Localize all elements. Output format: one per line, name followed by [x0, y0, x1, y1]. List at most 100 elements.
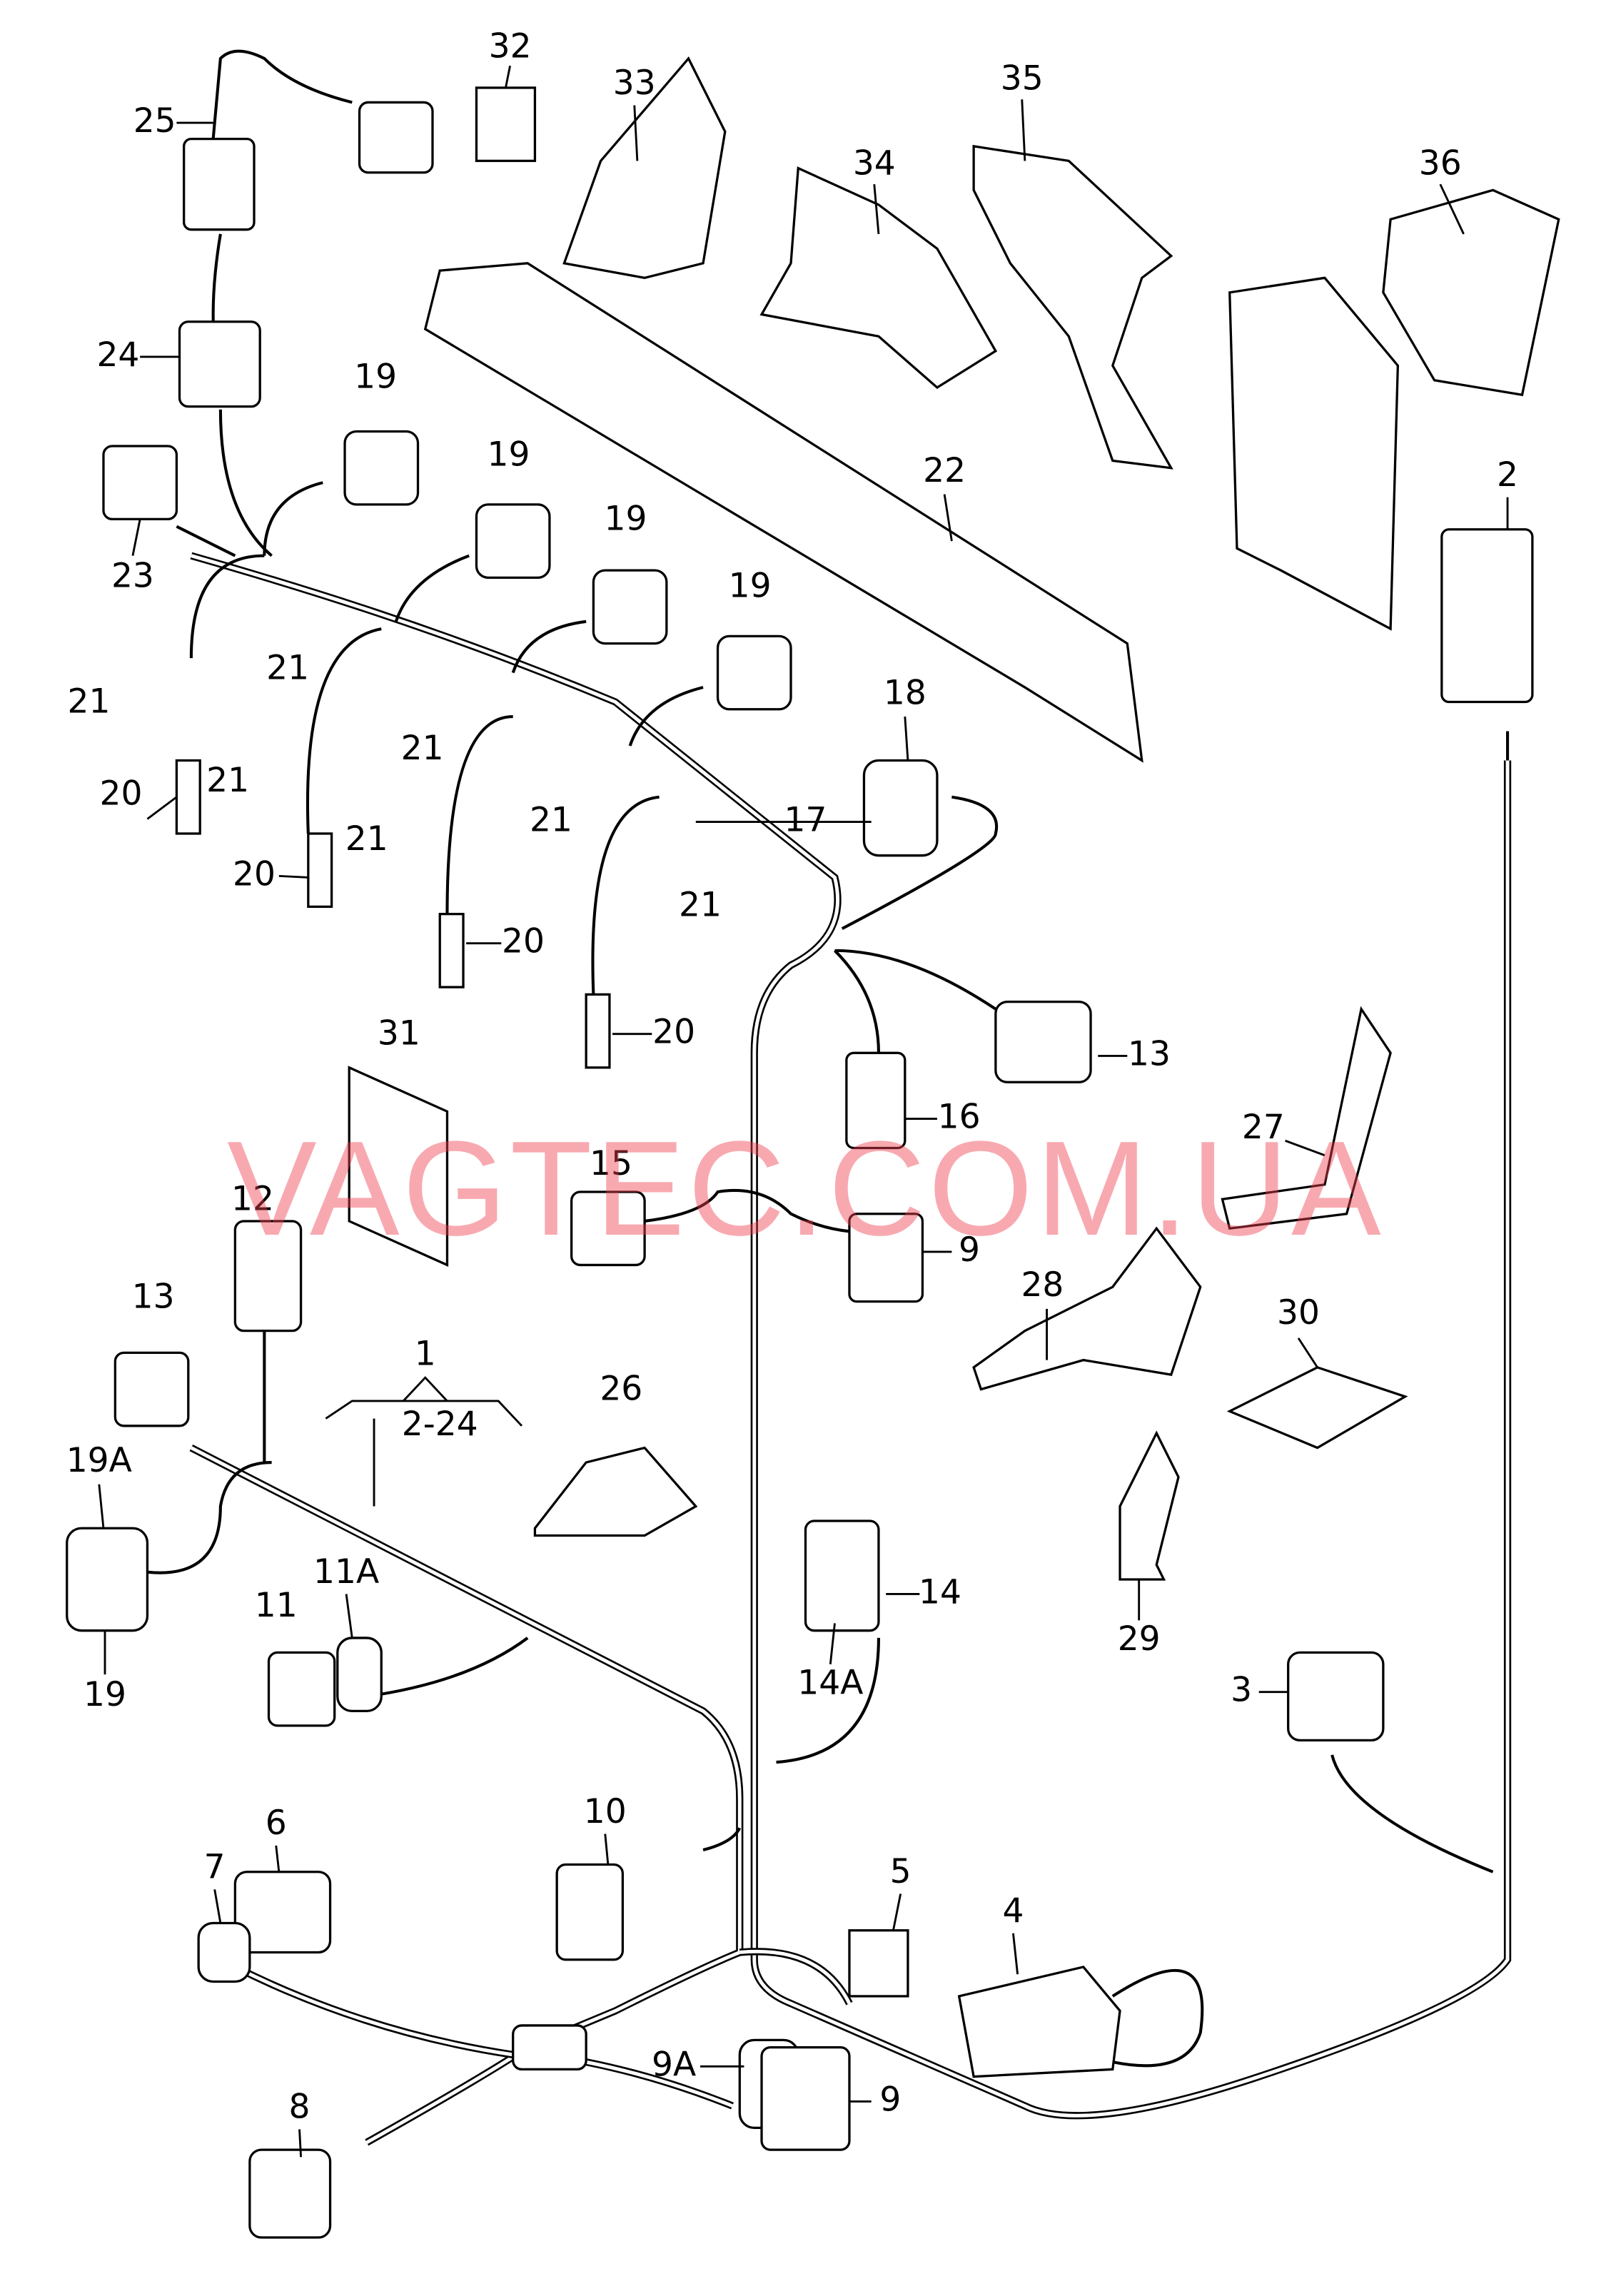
label-6: 6 — [266, 1804, 287, 1843]
sleeve-20b — [307, 832, 333, 909]
bracket-group-1 — [325, 1400, 523, 1427]
sleeve-20d — [585, 993, 611, 1069]
bracket-36 — [1382, 188, 1560, 397]
connector-25 — [358, 101, 434, 174]
label-28: 28 — [1021, 1265, 1064, 1305]
label-19: 19 — [488, 435, 530, 474]
leader-lines — [98, 65, 1509, 2158]
label-21: 21 — [345, 819, 388, 859]
label-2-24: 2-24 — [402, 1405, 478, 1444]
label-13: 13 — [1128, 1034, 1171, 1073]
connector-3 — [1287, 1651, 1385, 1742]
label-14: 14 — [919, 1572, 961, 1612]
label-31: 31 — [378, 1014, 420, 1053]
label-20: 20 — [100, 774, 143, 814]
connector-15 — [570, 1190, 646, 1267]
clip-29 — [1118, 1430, 1180, 1581]
cable-duct-22 — [423, 262, 1143, 763]
label-21: 21 — [266, 648, 309, 687]
bracket-34 — [759, 166, 998, 390]
connector-16 — [845, 1051, 906, 1150]
label-17: 17 — [784, 801, 827, 840]
label-20: 20 — [652, 1013, 695, 1052]
connector-13 — [994, 1000, 1092, 1083]
label-27: 27 — [1242, 1108, 1285, 1147]
clip-5 — [848, 1929, 909, 1998]
callout-labels: 25 32 33 35 34 36 24 19 19 19 19 23 22 2… — [66, 27, 1518, 2127]
label-8: 8 — [289, 2088, 310, 2127]
label-30 — [1226, 1366, 1408, 1450]
label-10: 10 — [584, 1792, 627, 1831]
connector-11a — [336, 1637, 383, 1713]
label-9: 9 — [959, 1230, 980, 1270]
coil-connector-19b — [475, 503, 551, 580]
harness-wires — [147, 49, 1512, 2146]
connector-9 — [760, 2046, 851, 2151]
label-18: 18 — [884, 673, 926, 712]
label-35: 35 — [1001, 59, 1044, 98]
connector-10 — [555, 1863, 625, 1961]
label-9: 9 — [879, 2080, 901, 2119]
label-29: 29 — [1118, 1619, 1161, 1659]
connector-9-top — [848, 1213, 924, 1303]
label-3: 3 — [1231, 1671, 1252, 1710]
label-30: 30 — [1277, 1293, 1320, 1332]
label-32: 32 — [489, 27, 532, 66]
clip-32 — [475, 86, 537, 163]
label-12: 12 — [231, 1179, 274, 1218]
connector-4 — [957, 1966, 1121, 2078]
label-34: 34 — [853, 144, 896, 183]
label-24: 24 — [96, 335, 139, 375]
connector-7 — [197, 1921, 251, 1983]
label-21: 21 — [679, 885, 722, 924]
sensor-23 — [102, 445, 178, 521]
label-33: 33 — [613, 64, 656, 103]
coil-connector-19c — [592, 569, 668, 645]
label-21: 21 — [206, 761, 249, 800]
control-unit — [1228, 276, 1400, 631]
label-36: 36 — [1419, 144, 1462, 183]
connector-8 — [248, 2148, 332, 2239]
bracket-27 — [1221, 1006, 1392, 1230]
label-15: 15 — [590, 1144, 632, 1183]
coil-connector-19d — [716, 634, 792, 711]
connector-25b — [183, 138, 256, 231]
label-21: 21 — [530, 801, 572, 840]
label-19: 19 — [354, 358, 397, 397]
label-2: 2 — [1497, 455, 1518, 495]
label-4: 4 — [1002, 1891, 1024, 1931]
connector-17 — [862, 759, 939, 857]
label-19: 19 — [729, 567, 772, 606]
label-9a: 9A — [652, 2045, 696, 2084]
connector-24 — [178, 320, 261, 408]
connector-12 — [233, 1220, 303, 1332]
sleeve-20c — [438, 913, 465, 988]
label-5: 5 — [890, 1852, 911, 1891]
label-7: 7 — [204, 1848, 226, 1887]
connector-11 — [267, 1651, 336, 1727]
bracket-35 — [972, 144, 1173, 470]
label-19: 19 — [604, 499, 647, 538]
ground-junction — [512, 2024, 587, 2071]
label-21: 21 — [401, 729, 444, 768]
components — [66, 56, 1560, 2239]
connector-19a — [66, 1527, 149, 1632]
watermark: VAGTEC.COM.UA — [227, 1113, 1384, 1263]
label-1: 1 — [415, 1334, 436, 1373]
label-13: 13 — [132, 1278, 175, 1317]
bracket-28 — [972, 1226, 1202, 1391]
label-16: 16 — [938, 1098, 981, 1137]
sleeve-20a — [175, 759, 201, 835]
label-19a: 19A — [66, 1441, 132, 1480]
plate-31 — [348, 1066, 449, 1267]
holder-26 — [533, 1446, 698, 1537]
label-22: 22 — [923, 451, 966, 490]
label-20: 20 — [233, 854, 276, 894]
bracket-33 — [562, 56, 727, 279]
label-14a: 14A — [797, 1663, 863, 1702]
connector-2 — [1440, 528, 1534, 704]
label-19: 19 — [84, 1675, 126, 1714]
connector-14 — [804, 1519, 880, 1632]
label-26: 26 — [600, 1370, 642, 1409]
